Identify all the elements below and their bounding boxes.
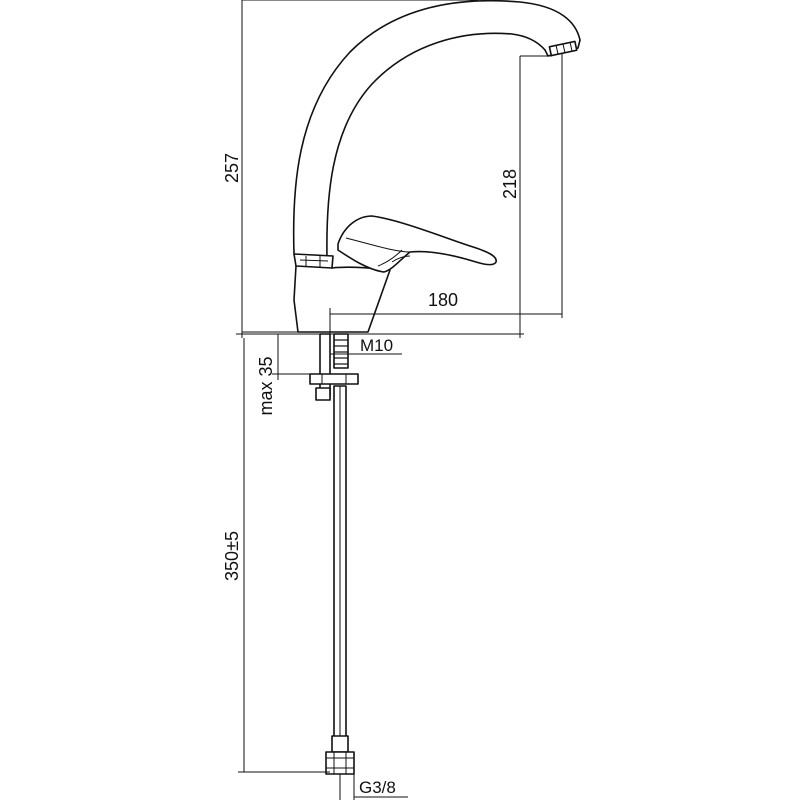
spout-height-label: 218 bbox=[500, 169, 520, 199]
spout-outer-edge bbox=[292, 0, 581, 255]
hose-connection-label: G3/8 bbox=[359, 778, 396, 797]
dimension-lines bbox=[236, 0, 563, 800]
lever-handle bbox=[337, 215, 497, 273]
total-height-label: 257 bbox=[222, 153, 242, 183]
stud-nut bbox=[315, 387, 331, 401]
hose-nut bbox=[325, 751, 355, 775]
spout-inner-edge bbox=[326, 32, 546, 259]
inlet-connector bbox=[333, 333, 349, 369]
hose-crimp bbox=[331, 735, 349, 753]
hose-length-label: 350±5 bbox=[222, 531, 242, 581]
mounting-stud bbox=[319, 333, 331, 397]
dimension-labels: 257 218 180 M10 max 35 350±5 G3/8 bbox=[222, 153, 520, 797]
spout-reach-label: 180 bbox=[428, 290, 458, 310]
max-deck-thickness-label: max 35 bbox=[256, 356, 276, 415]
faucet-body bbox=[292, 0, 581, 333]
aerator bbox=[548, 40, 578, 57]
valve-body bbox=[293, 265, 391, 333]
fixing-plate bbox=[309, 373, 359, 385]
mounting-assembly bbox=[309, 333, 359, 775]
thread-stud-label: M10 bbox=[360, 336, 393, 355]
